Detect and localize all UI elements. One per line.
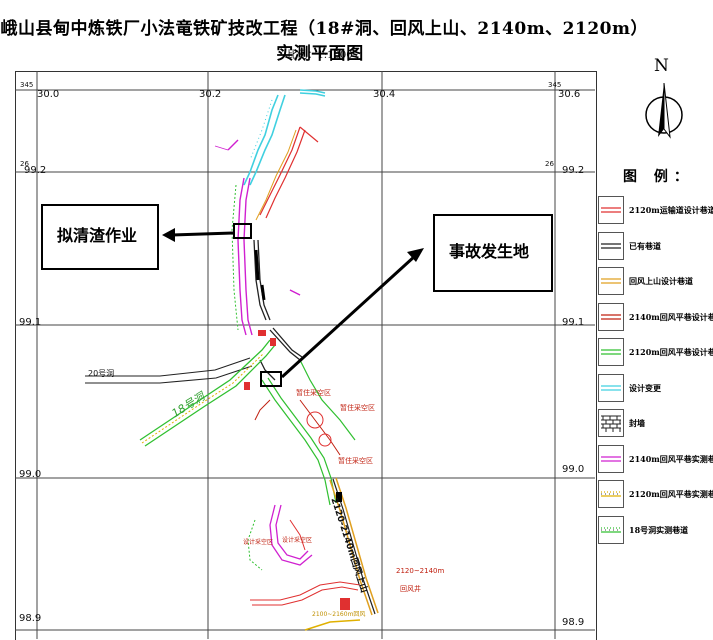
label-temp-b: 暂住采空区 xyxy=(340,404,375,412)
coord-y-2-right: 99.1 xyxy=(562,317,585,328)
scale-label: 比例：1:1000 xyxy=(287,50,353,61)
coord-x-3: 30.4 xyxy=(373,89,396,100)
coord-y-4-left: 98.9 xyxy=(19,613,42,624)
label-level-2100: 2100~2160m回风 xyxy=(312,611,366,618)
cleanup-callout: 拟清渣作业 xyxy=(41,204,159,270)
map-frame xyxy=(15,71,597,640)
legend-item: 封墙 xyxy=(598,409,706,439)
red-design-tunnel xyxy=(259,126,319,219)
level-20-tunnel xyxy=(85,357,253,384)
legend-item: 2120m回风平巷设计巷道 xyxy=(598,338,713,368)
existing-tunnel xyxy=(253,239,303,381)
label-vent-2: 回风井 xyxy=(400,585,421,593)
coord-x-4: 30.6 xyxy=(558,89,581,100)
legend-label: 2120m回风平巷设计巷道 xyxy=(629,347,713,357)
label-vent-1: 2120~2140m xyxy=(396,567,445,575)
coord-x-2: 30.2 xyxy=(199,89,222,100)
coord-y-3-right: 99.0 xyxy=(562,464,585,475)
accident-callout-text: 事故发生地 xyxy=(449,242,530,261)
legend-item: 回风上山设计巷道 xyxy=(598,267,706,297)
legend-swatch xyxy=(598,338,624,366)
legend-label: 设计变更 xyxy=(629,382,661,393)
coord-y-1-right: 99.2 xyxy=(562,165,585,176)
coord-prefix-right: 345 xyxy=(548,81,562,89)
legend-item: 设计变更 xyxy=(598,373,706,404)
legend-item: 已有巷道 xyxy=(598,231,706,262)
legend-swatch xyxy=(598,480,624,508)
legend-swatch xyxy=(598,373,624,402)
legend-label: 封墙 xyxy=(629,418,645,428)
legend-label: 2120m运输道设计巷道 xyxy=(629,205,713,215)
coord-y-2-left: 99.1 xyxy=(19,317,42,328)
coord-y-1-left: 99.2 xyxy=(24,165,47,176)
north-arrow-icon xyxy=(645,82,683,139)
label-temp-e: 设计采空区 xyxy=(282,537,313,544)
stope-markers xyxy=(244,330,350,610)
legend-swatch xyxy=(598,267,624,295)
legend-swatch xyxy=(598,196,624,224)
coord-y-prefix: 26 xyxy=(20,160,29,168)
coord-x-1: 30.0 xyxy=(37,89,60,100)
callout-arrows xyxy=(162,228,424,379)
magenta-loop xyxy=(269,504,313,566)
accident-callout: 事故发生地 xyxy=(433,214,553,292)
cyan-design-tunnel xyxy=(243,89,326,186)
seal-wall-marker xyxy=(336,492,342,502)
legend-title: 图 例： xyxy=(623,169,694,185)
coord-y-prefix-right: 26 xyxy=(545,160,554,168)
legend-item: 2140m回风平巷实测巷道 xyxy=(598,444,713,475)
green-design-tunnel xyxy=(261,359,356,506)
legend-label: 已有巷道 xyxy=(629,240,661,251)
label-level-20: 20号洞 xyxy=(88,369,115,378)
accident-site-box xyxy=(260,371,282,387)
legend-item: 18号洞实测巷道 xyxy=(598,515,706,546)
north-label: N xyxy=(654,56,669,76)
legend-swatch xyxy=(598,302,624,331)
coord-y-3-left: 99.0 xyxy=(19,469,42,480)
adit-18-tunnel xyxy=(139,339,276,447)
legend-label: 回风上山设计巷道 xyxy=(629,276,693,286)
legend-swatch xyxy=(598,409,624,437)
page-title: 峨山县甸中炼铁厂小法竜铁矿技改工程（18#洞、回风上山、2140m、2120m）… xyxy=(0,19,640,64)
coord-prefix-left: 345 xyxy=(20,81,34,89)
legend-item: 2120m回风平巷实测巷道 xyxy=(598,480,713,510)
legend-label: 2140m回风平巷实测巷道 xyxy=(629,453,713,464)
label-temp-d: 设计采空区 xyxy=(243,539,274,546)
cleanup-callout-text: 拟清渣作业 xyxy=(57,226,138,245)
legend-label: 2120m回风平巷实测巷道 xyxy=(629,489,713,499)
label-temp-a: 暂住采空区 xyxy=(296,389,331,397)
legend-swatch xyxy=(598,515,624,544)
legend-swatch xyxy=(598,444,624,473)
legend-label: 18号洞实测巷道 xyxy=(629,524,689,535)
legend-item: 2120m运输道设计巷道 xyxy=(598,196,713,226)
legend-swatch xyxy=(598,231,624,260)
label-temp-c: 暂住采空区 xyxy=(338,457,373,465)
coord-y-4-right: 98.9 xyxy=(562,617,585,628)
cleanup-site-box xyxy=(233,223,252,239)
legend-item: 2140m回风平巷设计巷道 xyxy=(598,302,713,333)
legend-label: 2140m回风平巷设计巷道 xyxy=(629,311,713,322)
